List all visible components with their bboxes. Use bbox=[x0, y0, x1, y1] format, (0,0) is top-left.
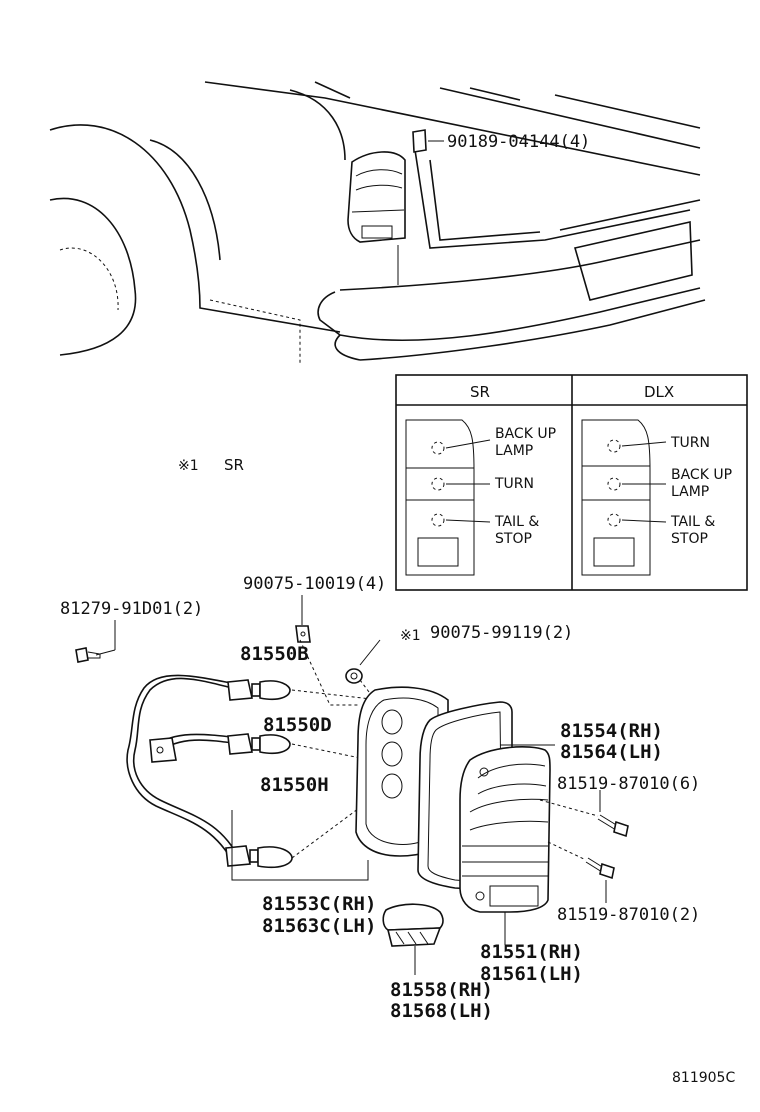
bulb-h bbox=[249, 846, 293, 869]
clip-part-number: 90189-04144(4) bbox=[447, 132, 590, 152]
reflector-lh-part-number: 81568(LH) bbox=[390, 1000, 493, 1022]
table-header-sr: SR bbox=[470, 383, 490, 401]
lamp-rh-part-number: 81551(RH) bbox=[480, 941, 583, 963]
socket-bolt bbox=[75, 647, 101, 663]
gasket-rh-part-number: 81554(RH) bbox=[560, 720, 663, 742]
gasket-lh-part-number: 81564(LH) bbox=[560, 741, 663, 763]
wiring-harness bbox=[126, 674, 253, 867]
note-mark: ※1 bbox=[178, 458, 199, 474]
bulb-d-part-number: 81550D bbox=[263, 714, 332, 736]
socket-rh-part-number: 81553C(RH) bbox=[262, 893, 376, 915]
socket-lh-part-number: 81563C(LH) bbox=[262, 915, 376, 937]
screw-lower-part-number: 81519-87010(2) bbox=[557, 905, 700, 925]
lens-screw-upper bbox=[597, 814, 629, 838]
side-reflector bbox=[382, 903, 444, 947]
reflector-rh-part-number: 81558(RH) bbox=[390, 979, 493, 1001]
table-header-dlx: DLX bbox=[644, 383, 674, 401]
dlx-label-turn: TURN bbox=[670, 435, 710, 451]
bulb-d bbox=[251, 734, 291, 755]
sr-label-tailstop: TAIL &STOP bbox=[494, 514, 539, 547]
lamp-lh-part-number: 81561(LH) bbox=[480, 963, 583, 985]
sr-lamp-sketch bbox=[405, 419, 491, 576]
truck-rear-illustration bbox=[49, 81, 706, 365]
marked-nut-ref: ※1 bbox=[400, 628, 421, 644]
screw-socket-clip bbox=[295, 625, 311, 643]
tail-lamp-lens bbox=[459, 746, 551, 913]
sr-label-turn: TURN bbox=[494, 476, 534, 492]
socket-bolt-part-number: 81279-91D01(2) bbox=[60, 599, 203, 619]
dlx-lamp-sketch bbox=[581, 419, 667, 576]
screw-upper-part-number: 81519-87010(6) bbox=[557, 774, 700, 794]
bulb-b bbox=[251, 680, 291, 701]
marked-nut bbox=[345, 668, 363, 684]
bulb-b-part-number: 81550B bbox=[240, 643, 309, 665]
marked-nut-part-number: 90075-99119(2) bbox=[430, 623, 573, 643]
dlx-label-tailstop: TAIL &STOP bbox=[670, 514, 715, 547]
figure-code: 811905C bbox=[672, 1070, 735, 1086]
lens-screw-lower bbox=[585, 857, 615, 880]
note-text: SR bbox=[224, 456, 244, 474]
screw-socket-part-number: 90075-10019(4) bbox=[243, 574, 386, 594]
bulb-h-part-number: 81550H bbox=[260, 774, 329, 796]
